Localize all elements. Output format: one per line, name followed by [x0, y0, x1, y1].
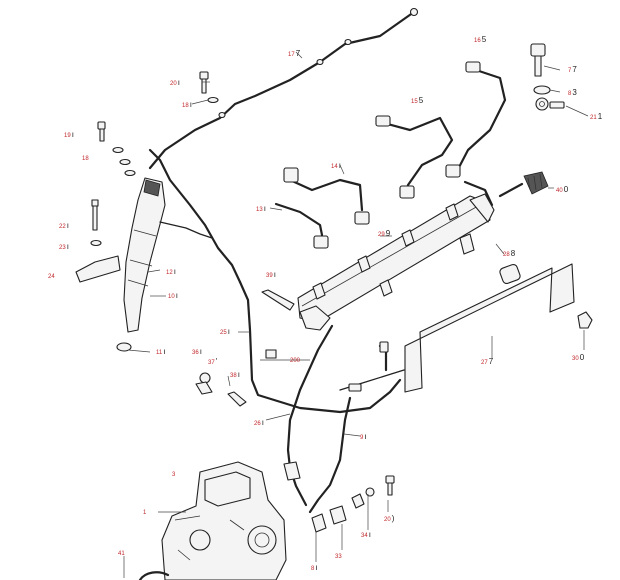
high-pressure-pump-1 [138, 461, 287, 580]
high-pressure-pipes [238, 280, 402, 514]
injector-10 [123, 177, 213, 333]
callout-13: 13ı [256, 204, 266, 213]
callout-200: 200 [290, 358, 301, 364]
callout-27: 277 [481, 357, 494, 366]
fittings-36-38 [195, 372, 247, 407]
bolt-7 [530, 43, 565, 111]
label-plate-200 [265, 349, 277, 359]
callout-9: 9ı [360, 432, 367, 441]
callout-7: 77 [568, 65, 577, 74]
callout-40: 400 [556, 185, 569, 194]
common-rail-29 [297, 193, 495, 331]
fuel-return-line-17 [148, 7, 419, 284]
callout-15: 155 [411, 96, 424, 105]
callout-25: 25ı [220, 327, 230, 336]
callout-17: 177 [288, 49, 301, 58]
callout-3: 3 [172, 472, 176, 478]
callout-8: 83 [568, 88, 577, 97]
callout-22: 22ı [59, 221, 69, 230]
callout-38: 38ı [230, 370, 240, 379]
callout-39: 39ı [266, 270, 276, 279]
callout-20-bottom: 20) [384, 514, 395, 523]
callout-18-top: 18ı [182, 100, 192, 109]
bracket-27 [339, 263, 575, 393]
clamp-24 [75, 199, 121, 283]
callout-12: 12ı [166, 267, 176, 276]
callout-14: 14ı [331, 161, 341, 170]
callout-34: 34ı [361, 530, 371, 539]
callout-41: 41 [118, 551, 125, 557]
callout-33: 33 [335, 554, 342, 560]
callout-29: 299 [378, 229, 391, 238]
callout-36: 36ı [192, 347, 202, 356]
callout-21: 211 [590, 112, 603, 121]
banjo-fittings [311, 475, 395, 533]
callout-30: 300 [572, 353, 585, 362]
nut-30 [577, 311, 593, 329]
callout-16: 165 [474, 35, 487, 44]
callout-labels: 177 165 77 20ı 18ı 83 155 211 19ı 18 14ı… [48, 35, 603, 572]
bolt-20-top [199, 71, 219, 104]
leader-lines [123, 51, 589, 578]
fuel-pipes-14-15-16 [274, 61, 507, 249]
seal-washer-11 [116, 342, 132, 352]
callout-11: 11ı [156, 347, 165, 356]
callout-8-bottom: 8ı [311, 563, 318, 572]
callout-20-top: 20ı [170, 78, 180, 87]
bolt-39 [261, 289, 295, 311]
spacer-28 [499, 263, 521, 285]
callout-37: 37' [208, 357, 218, 366]
callout-26: 26ı [254, 418, 264, 427]
callout-10: 10ı [168, 291, 178, 300]
callout-19: 19ı [64, 130, 74, 139]
bolt-19 [97, 121, 136, 177]
callout-1: 1 [143, 510, 147, 516]
callout-28: 288 [503, 249, 516, 258]
callout-23: 23ı [59, 242, 69, 251]
callout-24: 24 [48, 274, 55, 280]
callout-18-left: 18 [82, 156, 89, 162]
pressure-sensor-40 [498, 171, 549, 198]
